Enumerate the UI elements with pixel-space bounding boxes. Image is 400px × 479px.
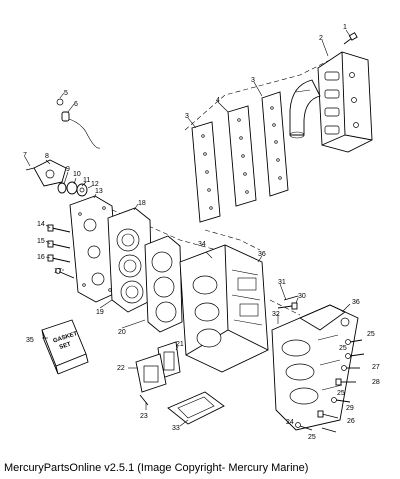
callout-23: 23 bbox=[140, 413, 148, 420]
callout-33: 33 bbox=[172, 425, 180, 432]
callout-8: 8 bbox=[45, 153, 49, 160]
callout-24: 24 bbox=[286, 419, 294, 426]
divider-plate-3-left bbox=[191, 121, 221, 223]
callout-30: 30 bbox=[298, 293, 306, 300]
callout-12: 12 bbox=[91, 181, 99, 188]
temperature-sensor-6 bbox=[56, 98, 101, 149]
callout-22: 22 bbox=[117, 365, 125, 372]
callout-15: 15 bbox=[37, 238, 45, 245]
head-gasket-20 bbox=[144, 235, 183, 333]
screws-14-17 bbox=[47, 224, 75, 279]
callout-9: 9 bbox=[66, 166, 70, 173]
callout-2: 2 bbox=[319, 35, 323, 42]
callout-19: 19 bbox=[96, 309, 104, 316]
exhaust-cover bbox=[317, 51, 373, 153]
callout-labels: 1 2 3 3 4 5 6 7 8 9 10 11 12 13 14 15 16… bbox=[23, 24, 380, 441]
callout-31: 31 bbox=[278, 279, 286, 286]
thermostat-cover bbox=[25, 159, 67, 187]
callout-3b: 3 bbox=[185, 113, 189, 120]
gasket-33 bbox=[167, 391, 225, 425]
callout-14: 14 bbox=[37, 221, 45, 228]
callout-36b: 36 bbox=[352, 299, 360, 306]
cover-plate-22 bbox=[135, 353, 167, 406]
callout-34: 34 bbox=[198, 241, 206, 248]
callout-16: 16 bbox=[37, 254, 45, 261]
callout-18: 18 bbox=[138, 200, 146, 207]
callout-20: 20 bbox=[118, 329, 126, 336]
gasket-4 bbox=[227, 105, 257, 207]
exploded-parts-diagram: GASKET SET bbox=[23, 24, 380, 441]
callout-29: 29 bbox=[346, 405, 354, 412]
screw-part-1 bbox=[343, 32, 358, 45]
divider-plate-3-right bbox=[261, 91, 289, 197]
callout-4: 4 bbox=[216, 97, 220, 104]
callout-25d: 25 bbox=[308, 434, 316, 441]
callout-17: 17 bbox=[54, 268, 62, 275]
callout-3a: 3 bbox=[251, 77, 255, 84]
callout-25c: 25 bbox=[337, 390, 345, 397]
callout-32: 32 bbox=[272, 311, 280, 318]
callout-35: 35 bbox=[26, 337, 34, 344]
callout-6: 6 bbox=[74, 101, 78, 108]
callout-25a: 25 bbox=[367, 331, 375, 338]
callout-1: 1 bbox=[343, 24, 347, 31]
callout-5: 5 bbox=[64, 90, 68, 97]
copyright-caption: MercuryPartsOnline v2.5.1 (Image Copyrig… bbox=[4, 462, 309, 474]
cylinder-block-34 bbox=[179, 244, 269, 373]
callout-7: 7 bbox=[23, 152, 27, 159]
callout-26: 26 bbox=[347, 418, 355, 425]
callout-27: 27 bbox=[372, 364, 380, 371]
thermostat-parts bbox=[57, 181, 88, 197]
screws-right bbox=[277, 295, 365, 433]
gasket-set-box-35: GASKET SET bbox=[41, 319, 89, 375]
callout-13: 13 bbox=[95, 188, 103, 195]
cylinder-head-cover-13 bbox=[69, 195, 119, 303]
callout-25b: 25 bbox=[339, 345, 347, 352]
leader-lines bbox=[24, 29, 351, 427]
callout-36a: 36 bbox=[258, 251, 266, 258]
callout-10: 10 bbox=[73, 171, 81, 178]
exhaust-elbow bbox=[289, 79, 321, 139]
callout-21: 21 bbox=[176, 341, 184, 348]
callout-11: 11 bbox=[83, 177, 90, 184]
callout-28: 28 bbox=[372, 379, 380, 386]
